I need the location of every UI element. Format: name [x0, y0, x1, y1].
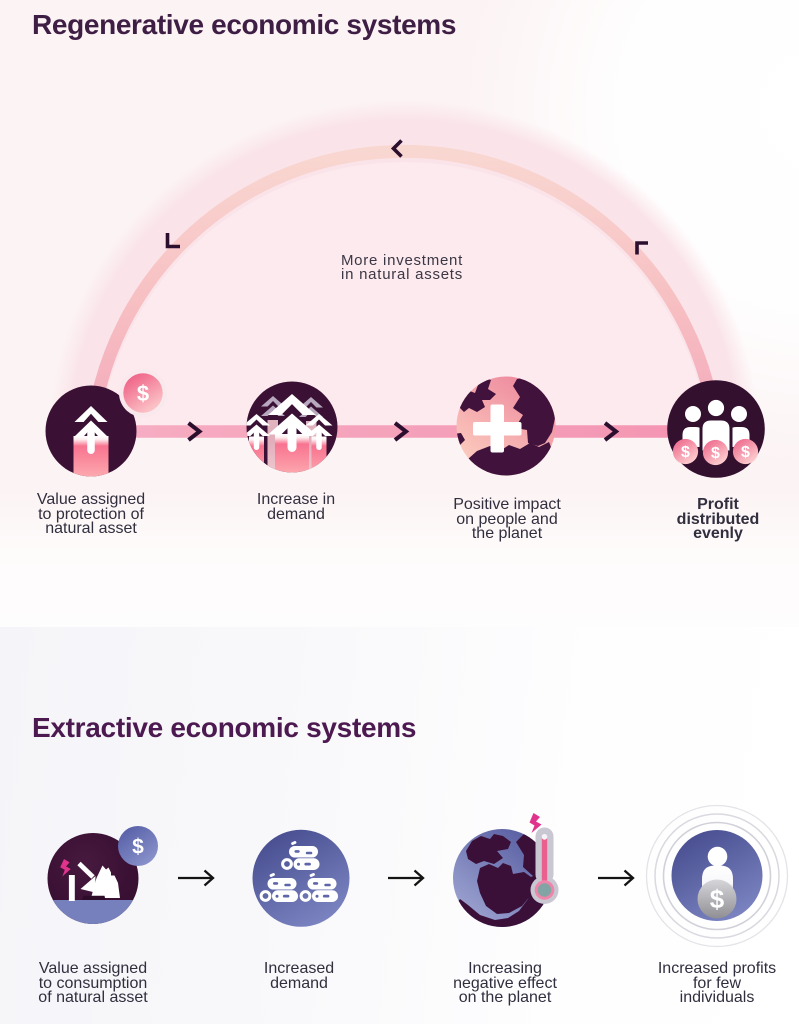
svg-text:$: $: [741, 444, 750, 461]
svg-text:$: $: [711, 445, 720, 462]
svg-text:$: $: [681, 444, 690, 461]
svg-text:$: $: [137, 381, 149, 406]
svg-text:$: $: [710, 884, 725, 914]
svg-text:$: $: [132, 836, 144, 859]
